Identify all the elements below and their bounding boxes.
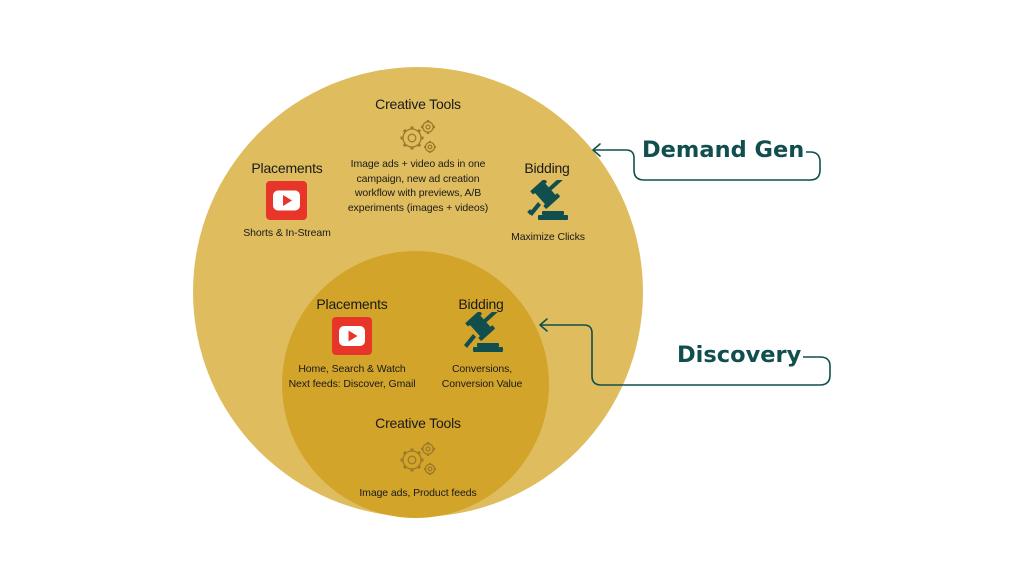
description-line: experiments (images + videos) bbox=[347, 201, 489, 214]
discovery-arrowhead bbox=[539, 318, 548, 332]
discovery-placements-description: Home, Search & Watch Next feeds: Discove… bbox=[282, 362, 422, 391]
gavel-icon bbox=[527, 180, 568, 220]
gears-icon bbox=[400, 120, 436, 153]
description-line: Image ads + video ads in one bbox=[350, 158, 486, 170]
discovery-placements-title: Placements bbox=[316, 296, 388, 312]
youtube-icon bbox=[332, 317, 372, 355]
demand-gen-placements-text: Shorts & In-Stream bbox=[243, 227, 331, 239]
demand-gen-bidding-title: Bidding bbox=[524, 160, 570, 176]
demand-gen-bidding-text: Maximize Clicks bbox=[511, 231, 585, 243]
demand-gen-label: Demand Gen bbox=[640, 137, 807, 163]
description-line: Next feeds: Discover, Gmail bbox=[288, 377, 416, 390]
demand-gen-arrowhead bbox=[592, 143, 601, 157]
description-line: Home, Search & Watch bbox=[298, 363, 406, 375]
description-line: Conversion Value bbox=[441, 377, 523, 390]
gears-icon bbox=[400, 442, 436, 475]
description-line: Conversions, bbox=[451, 363, 513, 375]
description-line: campaign, new ad creation bbox=[356, 172, 480, 185]
demand-gen-creative-tools-description: Image ads + video ads in one campaign, n… bbox=[338, 157, 498, 215]
demand-gen-placements-title: Placements bbox=[251, 160, 323, 176]
demand-gen-creative-tools-title: Creative Tools bbox=[375, 96, 461, 112]
discovery-bidding-title: Bidding bbox=[458, 296, 504, 312]
discovery-connector bbox=[540, 324, 831, 386]
discovery-bidding-description: Conversions, Conversion Value bbox=[432, 362, 532, 391]
discovery-creative-tools-text: Image ads, Product feeds bbox=[359, 487, 477, 499]
discovery-creative-tools-title: Creative Tools bbox=[375, 415, 461, 431]
discovery-label: Discovery bbox=[675, 342, 804, 368]
demand-gen-connector bbox=[593, 149, 821, 181]
youtube-icon bbox=[266, 181, 307, 220]
gavel-icon bbox=[464, 312, 503, 352]
description-line: workflow with previews, A/B bbox=[354, 187, 482, 200]
discovery-circle bbox=[282, 251, 549, 518]
